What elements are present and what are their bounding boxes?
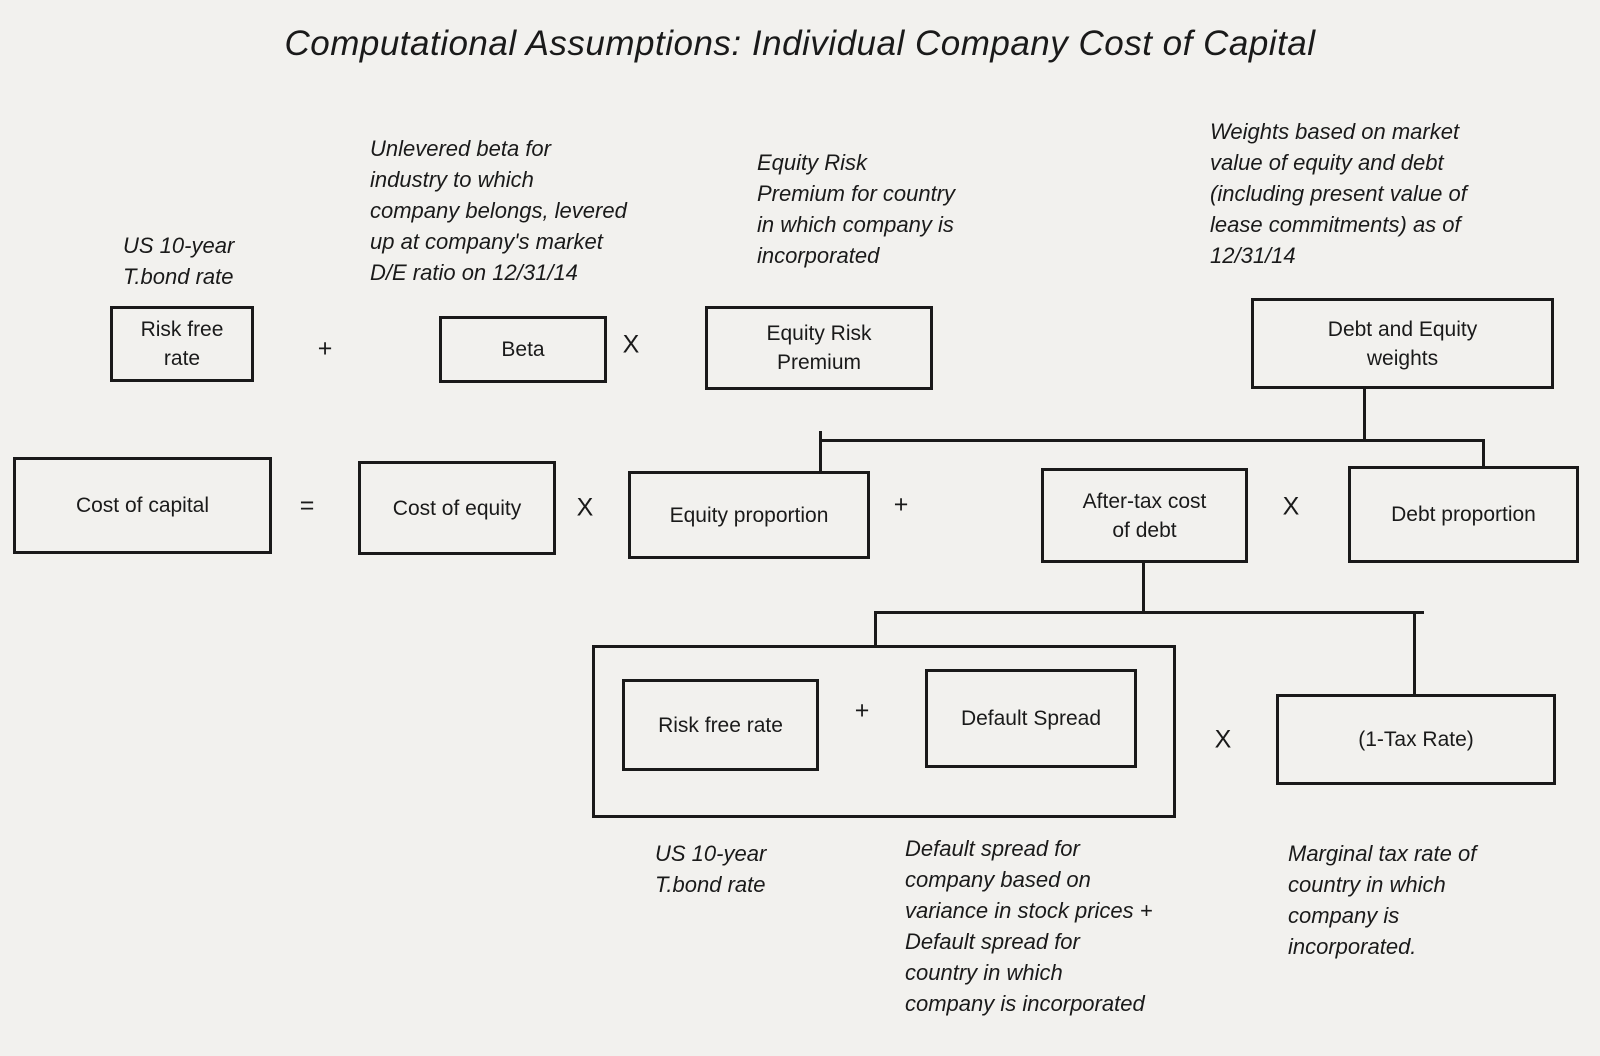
connector-aftertax-rail — [874, 611, 1424, 614]
box-after-tax-cost-of-debt: After-tax cost of debt — [1041, 468, 1248, 563]
box-equity-proportion: Equity proportion — [628, 471, 870, 559]
box-beta: Beta — [439, 316, 607, 383]
box-risk-free-rate-2: Risk free rate — [622, 679, 819, 771]
operator-equals: = — [299, 491, 315, 520]
box-equity-risk-premium: Equity Risk Premium — [705, 306, 933, 390]
connector-weights-drop-equity — [819, 431, 822, 473]
box-one-minus-tax-rate: (1-Tax Rate) — [1276, 694, 1556, 785]
connector-aftertax-drop-taxrate — [1413, 611, 1416, 697]
box-debt-equity-weights: Debt and Equity weights — [1251, 298, 1554, 389]
box-debt-proportion: Debt proportion — [1348, 466, 1579, 563]
connector-weights-rail — [819, 439, 1485, 442]
box-cost-of-capital: Cost of capital — [13, 457, 272, 554]
annotation-weights: Weights based on market value of equity … — [1210, 119, 1467, 268]
diagram-title: Computational Assumptions: Individual Co… — [284, 24, 1316, 63]
annotation-marginal-tax: Marginal tax rate of country in which co… — [1288, 841, 1477, 959]
annotation-default-spread: Default spread for company based on vari… — [905, 836, 1153, 1016]
operator-plus-2: + — [893, 490, 909, 519]
operator-times-4: X — [1214, 725, 1232, 754]
box-default-spread: Default Spread — [925, 669, 1137, 768]
operator-plus-3: + — [854, 696, 870, 725]
connector-weights-drop-debt — [1482, 439, 1485, 469]
connector-aftertax-drop-group — [874, 611, 877, 648]
annotation-us-tbond-top: US 10-year T.bond rate — [123, 233, 235, 289]
operator-times-3: X — [1282, 492, 1300, 521]
annotation-equity-risk-premium: Equity Risk Premium for country in which… — [757, 150, 956, 268]
box-cost-of-equity: Cost of equity — [358, 461, 556, 555]
annotation-unlevered-beta: Unlevered beta for industry to which com… — [370, 136, 627, 285]
operator-times-2: X — [576, 493, 594, 522]
connector-aftertax-drop — [1142, 561, 1145, 614]
box-risk-free-rate: Risk free rate — [110, 306, 254, 382]
box-pretax-cost-group — [592, 645, 1176, 818]
connector-weights-riser — [1363, 389, 1366, 441]
annotation-us-tbond-bottom: US 10-year T.bond rate — [655, 841, 767, 897]
operator-plus-1: + — [317, 334, 333, 363]
operator-times-1: X — [622, 330, 640, 359]
